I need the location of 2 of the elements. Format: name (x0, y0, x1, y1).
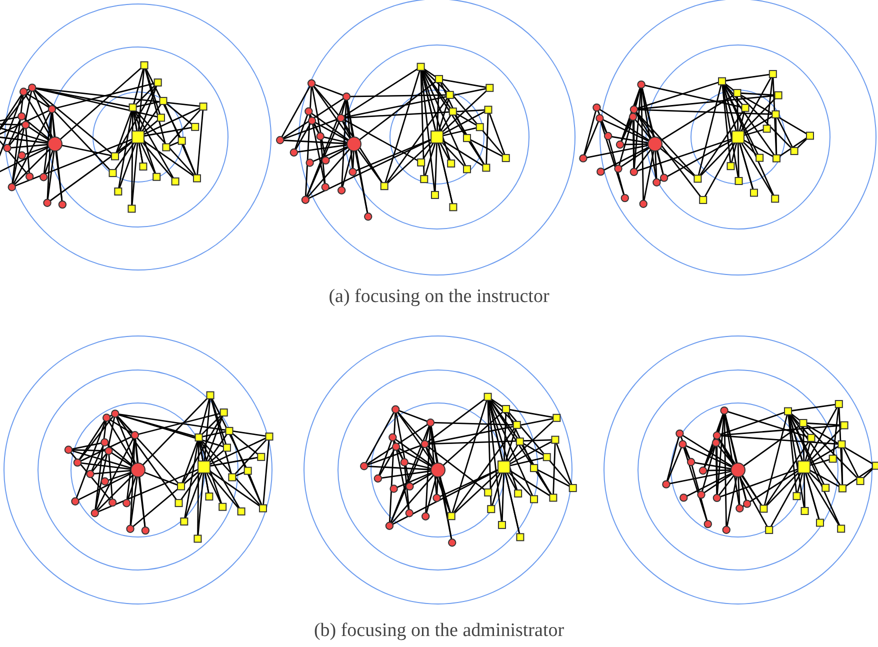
figure-caption: (a) focusing on the instructor (328, 286, 550, 308)
figure-caption: (b) focusing on the administrator (314, 620, 564, 642)
